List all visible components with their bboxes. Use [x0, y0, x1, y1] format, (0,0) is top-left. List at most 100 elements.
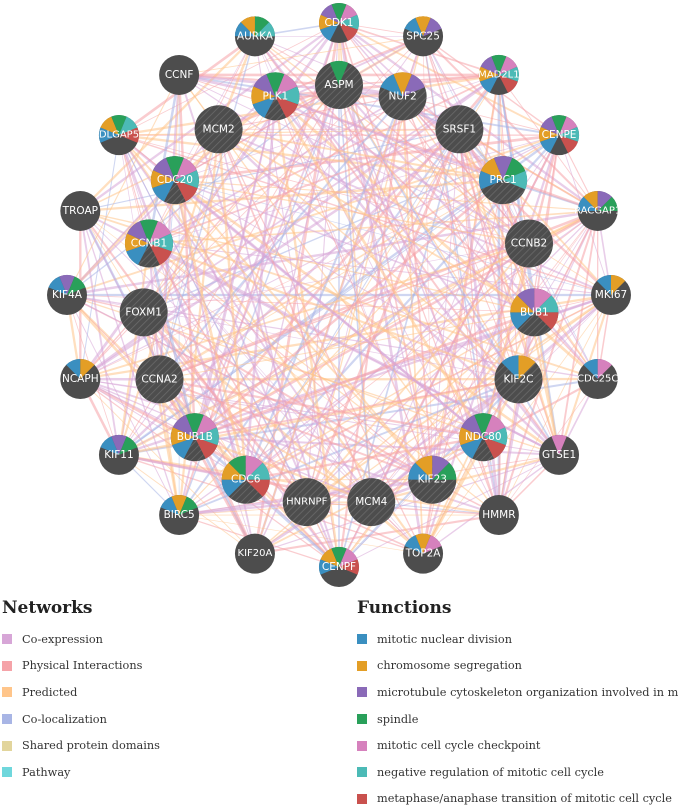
gene-node-cdk1[interactable]: CDK1	[319, 3, 359, 43]
gene-node-prc1[interactable]: PRC1	[479, 156, 527, 204]
gene-node-nuf2[interactable]: NUF2	[379, 72, 427, 120]
node-label: CENPE	[542, 129, 577, 141]
gene-node-kif4a[interactable]: KIF4A	[47, 275, 87, 315]
node-label: MCM2	[203, 123, 235, 135]
node-label: NCAPH	[62, 373, 99, 385]
gene-node-kif2c[interactable]: KIF2C	[494, 355, 542, 403]
gene-node-bub1[interactable]: BUB1	[510, 288, 558, 336]
legend-label: Shared protein domains	[22, 739, 160, 752]
node-label: KIF4A	[52, 289, 83, 301]
swatch-spindle	[357, 714, 367, 724]
gene-node-troap[interactable]: TROAP	[60, 191, 100, 231]
node-label: RACGAP1	[574, 205, 621, 216]
node-label: BUB1B	[177, 431, 213, 443]
gene-node-mcm4[interactable]: MCM4	[347, 478, 395, 526]
legend-label: mitotic nuclear division	[377, 633, 512, 646]
network-edge	[255, 379, 519, 553]
node-label: CENPF	[322, 561, 356, 573]
legend-label: metaphase/anaphase transition of mitotic…	[377, 792, 672, 805]
gene-node-top2a[interactable]: TOP2A	[403, 534, 443, 574]
swatch-microtubule-organization	[357, 687, 367, 697]
legend-item-predicted: Predicted	[2, 679, 332, 706]
gene-node-foxm1[interactable]: FOXM1	[120, 288, 168, 336]
gene-node-mcm2[interactable]: MCM2	[195, 105, 243, 153]
gene-node-birc5[interactable]: BIRC5	[159, 495, 199, 535]
gene-node-kif11[interactable]: KIF11	[99, 435, 139, 475]
node-label: SPC25	[406, 30, 440, 42]
legend-item-spindle: spindle	[357, 706, 678, 733]
node-label: MAD2L1	[478, 69, 519, 80]
node-label: SRSF1	[443, 123, 476, 135]
gene-node-racgap1[interactable]: RACGAP1	[574, 191, 621, 231]
node-label: CDC20	[157, 174, 193, 186]
legend-item-mitotic-nuclear-division: mitotic nuclear division	[357, 626, 678, 653]
node-label: CCNF	[165, 69, 194, 81]
swatch-predicted	[2, 687, 12, 697]
gene-node-spc25[interactable]: SPC25	[403, 16, 443, 56]
node-label: KIF2C	[503, 373, 533, 385]
node-label: PLK1	[262, 90, 288, 102]
gene-node-ccnf[interactable]: CCNF	[159, 55, 199, 95]
node-label: KIF23	[418, 474, 447, 486]
gene-node-ncaph[interactable]: NCAPH	[60, 359, 100, 399]
node-label: CDK1	[325, 17, 354, 29]
gene-node-cenpf[interactable]: CENPF	[319, 547, 359, 587]
legend-label: Physical Interactions	[22, 659, 142, 672]
swatch-pathway	[2, 767, 12, 777]
gene-node-bub1b[interactable]: BUB1B	[171, 413, 219, 461]
swatch-mitotic-cell-cycle-checkpoint	[357, 741, 367, 751]
gene-node-plk1[interactable]: PLK1	[251, 72, 299, 120]
node-label: CDC6	[231, 474, 261, 486]
gene-node-ccna2[interactable]: CCNA2	[136, 355, 184, 403]
legend-item-co-localization: Co-localization	[2, 706, 332, 733]
node-label: TROAP	[62, 205, 98, 217]
functions-legend: Functions mitotic nuclear division chrom…	[357, 596, 678, 812]
legend-item-microtubule-organization: microtubule cytoskeleton organization in…	[357, 679, 678, 706]
gene-node-mad2l1[interactable]: MAD2L1	[478, 55, 519, 95]
swatch-mitotic-nuclear-division	[357, 634, 367, 644]
gene-node-gtse1[interactable]: GTSE1	[539, 435, 579, 475]
node-label: FOXM1	[125, 306, 162, 318]
networks-legend: Networks Co-expression Physical Interact…	[2, 596, 332, 786]
node-label: MCM4	[355, 496, 387, 508]
node-label: MKI67	[595, 289, 627, 301]
legend-label: mitotic cell cycle checkpoint	[377, 739, 540, 752]
legend-label: spindle	[377, 713, 418, 726]
node-label: AURKA	[237, 30, 274, 42]
legend-label: microtubule cytoskeleton organization in…	[377, 686, 678, 699]
gene-node-srsf1[interactable]: SRSF1	[435, 105, 483, 153]
gene-node-mki67[interactable]: MKI67	[591, 275, 631, 315]
gene-node-cdc20[interactable]: CDC20	[151, 156, 199, 204]
gene-node-aurka[interactable]: AURKA	[235, 16, 275, 56]
legend-item-co-expression: Co-expression	[2, 626, 332, 653]
gene-node-ccnb2[interactable]: CCNB2	[505, 219, 553, 267]
gene-node-aspm[interactable]: ASPM	[315, 61, 363, 109]
node-label: NUF2	[389, 90, 417, 102]
swatch-shared-protein-domains	[2, 741, 12, 751]
node-label: CDC25C	[577, 374, 618, 385]
node-label: BUB1	[520, 306, 549, 318]
gene-node-cdc6[interactable]: CDC6	[222, 456, 270, 504]
swatch-metaphase-anaphase-transition	[357, 794, 367, 804]
gene-node-ccnb1[interactable]: CCNB1	[125, 219, 173, 267]
legend-item-mitotic-cell-cycle-checkpoint: mitotic cell cycle checkpoint	[357, 732, 678, 759]
legend-item-metaphase-anaphase-transition: metaphase/anaphase transition of mitotic…	[357, 786, 678, 812]
gene-node-hnrnpf[interactable]: HNRNPF	[283, 478, 331, 526]
legend-item-negative-regulation: negative regulation of mitotic cell cycl…	[357, 759, 678, 786]
legend-label: negative regulation of mitotic cell cycl…	[377, 766, 604, 779]
node-label: HMMR	[482, 509, 515, 521]
legend-label: Pathway	[22, 766, 70, 779]
gene-node-cenpe[interactable]: CENPE	[539, 115, 579, 155]
gene-node-kif23[interactable]: KIF23	[408, 456, 456, 504]
gene-node-ndc80[interactable]: NDC80	[459, 413, 507, 461]
swatch-negative-regulation	[357, 767, 367, 777]
legend-label: chromosome segregation	[377, 659, 522, 672]
node-label: ASPM	[324, 79, 353, 91]
gene-node-kif20a[interactable]: KIF20A	[235, 534, 275, 574]
node-label: TOP2A	[405, 548, 442, 560]
legend-item-chromosome-segregation: chromosome segregation	[357, 653, 678, 680]
swatch-co-expression	[2, 634, 12, 644]
gene-node-dlgap5[interactable]: DLGAP5	[99, 115, 139, 155]
gene-node-hmmr[interactable]: HMMR	[479, 495, 519, 535]
